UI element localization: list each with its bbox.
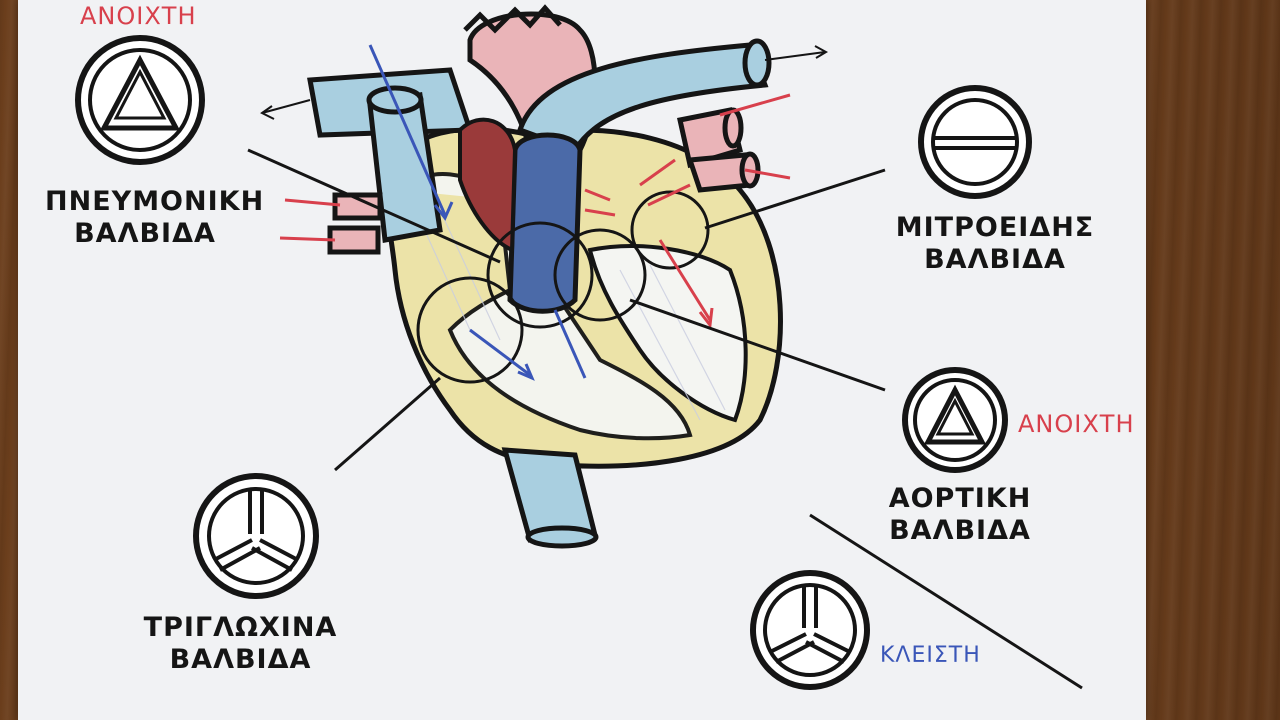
tricuspid-valve-label: ΤΡΙΓΛΩΧΙΝΑ ΒΑΛΒΙΔΑ: [138, 612, 343, 676]
leader-lines: [247, 148, 1083, 690]
pulmonary-label-line1: ΠΝΕΥΜΟΝΙΚΗ: [45, 186, 265, 217]
aortic-branches: [463, 4, 562, 34]
mitral-valve-label: ΜΙΤΡΟΕΙΔΗΣ ΒΑΛΒΙΔΑ: [895, 212, 1095, 276]
tricuspid-label-line1: ΤΡΙΓΛΩΧΙΝΑ: [143, 612, 338, 643]
aortic-label-line2: ΒΑΛΒΙΔΑ: [889, 515, 1031, 546]
mitral-valve-icon: [918, 85, 1032, 199]
mitral-label-line1: ΜΙΤΡΟΕΙΔΗΣ: [895, 212, 1095, 243]
valve-circle-mitral: [630, 190, 710, 270]
left-ventricle-chamber: [587, 244, 748, 423]
open-label-right: ΑΝΟΙΧΤΗ: [1018, 410, 1135, 438]
pulmonary-valve-open-icon: [75, 35, 205, 165]
aortic-valve-open-icon: [902, 367, 1008, 473]
pulmonary-label-line2: ΒΑΛΒΙΔΑ: [74, 218, 216, 249]
valve-circle-pulmonary: [486, 221, 594, 329]
dark-red-inner: [458, 117, 518, 254]
left-vein-upper: [332, 192, 383, 221]
left-vein-lower: [327, 225, 381, 255]
aortic-label-line1: ΑΟΡΤΙΚΗ: [888, 483, 1032, 514]
aortic-valve-label: ΑΟΡΤΙΚΗ ΒΑΛΒΙΔΑ: [860, 483, 1060, 547]
valve-closed-icon: [750, 570, 870, 690]
pulmonary-valve-label: ΠΝΕΥΜΟΝΙΚΗ ΒΑΛΒΙΔΑ: [45, 186, 265, 250]
closed-label: ΚΛΕΙΣΤΗ: [880, 643, 981, 668]
valve-circle-aortic: [553, 228, 647, 322]
heart-drawing: [260, 4, 829, 549]
tricuspid-label-line2: ΒΑΛΒΙΔΑ: [169, 644, 312, 675]
open-label-top: ΑΝΟΙΧΤΗ: [80, 2, 197, 30]
valve-circle-tricuspid: [416, 276, 524, 384]
tricuspid-valve-closed-icon: [193, 473, 319, 599]
pulmonary-artery-opening: [742, 38, 772, 88]
mitral-label-line2: ΒΑΛΒΙΔΑ: [924, 244, 1066, 275]
